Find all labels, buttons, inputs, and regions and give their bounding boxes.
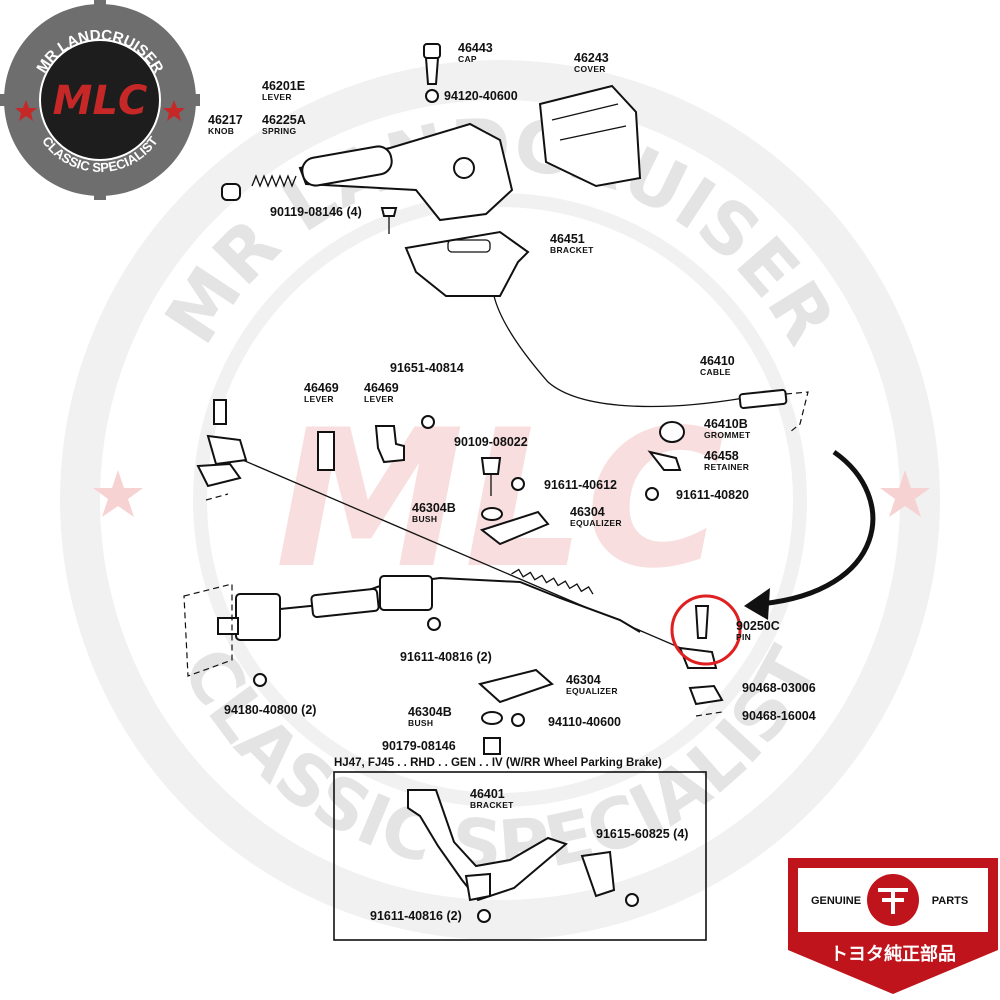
part-number-label: 46410 xyxy=(700,354,735,368)
part-number-label: 90468-03006 xyxy=(742,681,816,695)
part-number-label: 91615-60825 (4) xyxy=(596,827,688,841)
part-name-label: EQUALIZER xyxy=(566,686,618,696)
part-name-label: BRACKET xyxy=(550,245,594,255)
inset-bracket-part xyxy=(407,789,569,902)
part-number-label: 46469 xyxy=(304,381,339,395)
part-number-label: 91611-40612 xyxy=(544,478,617,492)
highlight-circle xyxy=(670,594,742,666)
part-name-label: SPRING xyxy=(262,126,296,136)
lever-46469-b xyxy=(374,425,405,464)
rear-linkage xyxy=(183,399,724,923)
pivot-bracket xyxy=(235,593,281,641)
part-number-label: 46217 xyxy=(208,113,243,127)
part-number-label: 90119-08146 (4) xyxy=(270,205,362,219)
part-number-label: 46304 xyxy=(570,505,605,519)
part-number-label: 91611-40816 (2) xyxy=(400,650,492,664)
genuine-parts-badge: GENUINE PARTS トヨタ純正部品 xyxy=(788,858,998,994)
part-name-label: COVER xyxy=(574,64,606,74)
logo-star-left xyxy=(15,100,37,121)
part-number-label: 94120-40600 xyxy=(444,89,518,103)
part-number-label: 91611-40816 (2) xyxy=(370,909,462,923)
part-number-label: 94110-40600 xyxy=(548,715,621,729)
part-labels: 46443CAP94120-4060046243COVER46201ELEVER… xyxy=(208,41,816,923)
part-name-label: EQUALIZER xyxy=(570,518,622,528)
part-number-label: 90468-16004 xyxy=(742,709,816,723)
part-number-label: 91651-40814 xyxy=(390,361,464,375)
fastener-icons xyxy=(253,415,659,923)
part-name-label: PIN xyxy=(736,632,751,642)
cap-part xyxy=(423,43,441,59)
logo-star-right xyxy=(163,100,185,121)
part-name-label: GROMMET xyxy=(704,430,751,440)
part-number-label: 46410B xyxy=(704,417,748,431)
part-number-label: 91611-40820 xyxy=(676,488,749,502)
spring-part xyxy=(251,174,297,188)
knob-part xyxy=(221,183,241,201)
part-number-label: 46243 xyxy=(574,51,609,65)
part-number-label: 90109-08022 xyxy=(454,435,528,449)
arrow-head-icon xyxy=(744,588,770,620)
handbrake-lever-assembly xyxy=(221,43,809,443)
lever-46469-a xyxy=(317,431,335,471)
callout-arrow xyxy=(759,449,876,607)
part-number-label: 46304B xyxy=(408,705,452,719)
mlc-logo: MR LANDCRUISER CLASSIC SPECIALIST MLC xyxy=(0,0,200,200)
part-name-label: LEVER xyxy=(304,394,334,404)
part-number-label: 46201E xyxy=(262,79,305,93)
watermark-star-left xyxy=(93,470,143,517)
cable-clamp xyxy=(379,575,433,611)
part-number-label: 94180-40800 (2) xyxy=(224,703,316,717)
lever-grip xyxy=(301,145,393,187)
part-number-label: 46451 xyxy=(550,232,585,246)
inset-caption: HJ47, FJ45 . . RHD . . GEN . . IV (W/RR … xyxy=(334,757,662,769)
part-number-label: 46458 xyxy=(704,449,739,463)
part-number-label: 46225A xyxy=(262,113,306,127)
part-number-label: 46443 xyxy=(458,41,493,55)
part-name-label: BUSH xyxy=(412,514,437,524)
part-number-label: 46304B xyxy=(412,501,456,515)
part-name-label: KNOB xyxy=(208,126,234,136)
part-number-label: 46304 xyxy=(566,673,601,687)
part-name-label: BUSH xyxy=(408,718,433,728)
logo-mark: MLC xyxy=(53,78,148,124)
watermark-star-right xyxy=(880,470,930,517)
part-name-label: RETAINER xyxy=(704,462,749,472)
grommet-part xyxy=(659,421,685,443)
part-number-label: 46469 xyxy=(364,381,399,395)
retainer-part xyxy=(647,450,682,471)
pin-part xyxy=(694,605,710,639)
equalizer-bottom xyxy=(477,668,554,704)
inset-frame xyxy=(333,771,707,941)
badge-bottom-text: トヨタ純正部品 xyxy=(830,943,956,965)
watermark-center-mark: MLC xyxy=(275,389,725,610)
highlight-callout xyxy=(670,449,876,666)
part-number-label: 46401 xyxy=(470,787,505,801)
part-number-label: 90179-08146 xyxy=(382,739,456,753)
nut-icon xyxy=(425,89,439,103)
part-name-label: CABLE xyxy=(700,367,731,377)
badge-left-text: GENUINE xyxy=(811,895,861,907)
part-number-label: 90250C xyxy=(736,619,780,633)
cover-part xyxy=(538,84,642,188)
equalizer-top xyxy=(479,510,550,546)
badge-right-text: PARTS xyxy=(932,895,968,907)
lever-part xyxy=(298,122,514,222)
part-name-label: LEVER xyxy=(364,394,394,404)
logo-gear-teeth xyxy=(0,0,200,200)
part-name-label: BRACKET xyxy=(470,800,514,810)
part-name-label: CAP xyxy=(458,54,477,64)
inset-diagram: HJ47, FJ45 . . RHD . . GEN . . IV (W/RR … xyxy=(333,757,707,941)
part-name-label: LEVER xyxy=(262,92,292,102)
bracket-part xyxy=(404,230,530,297)
